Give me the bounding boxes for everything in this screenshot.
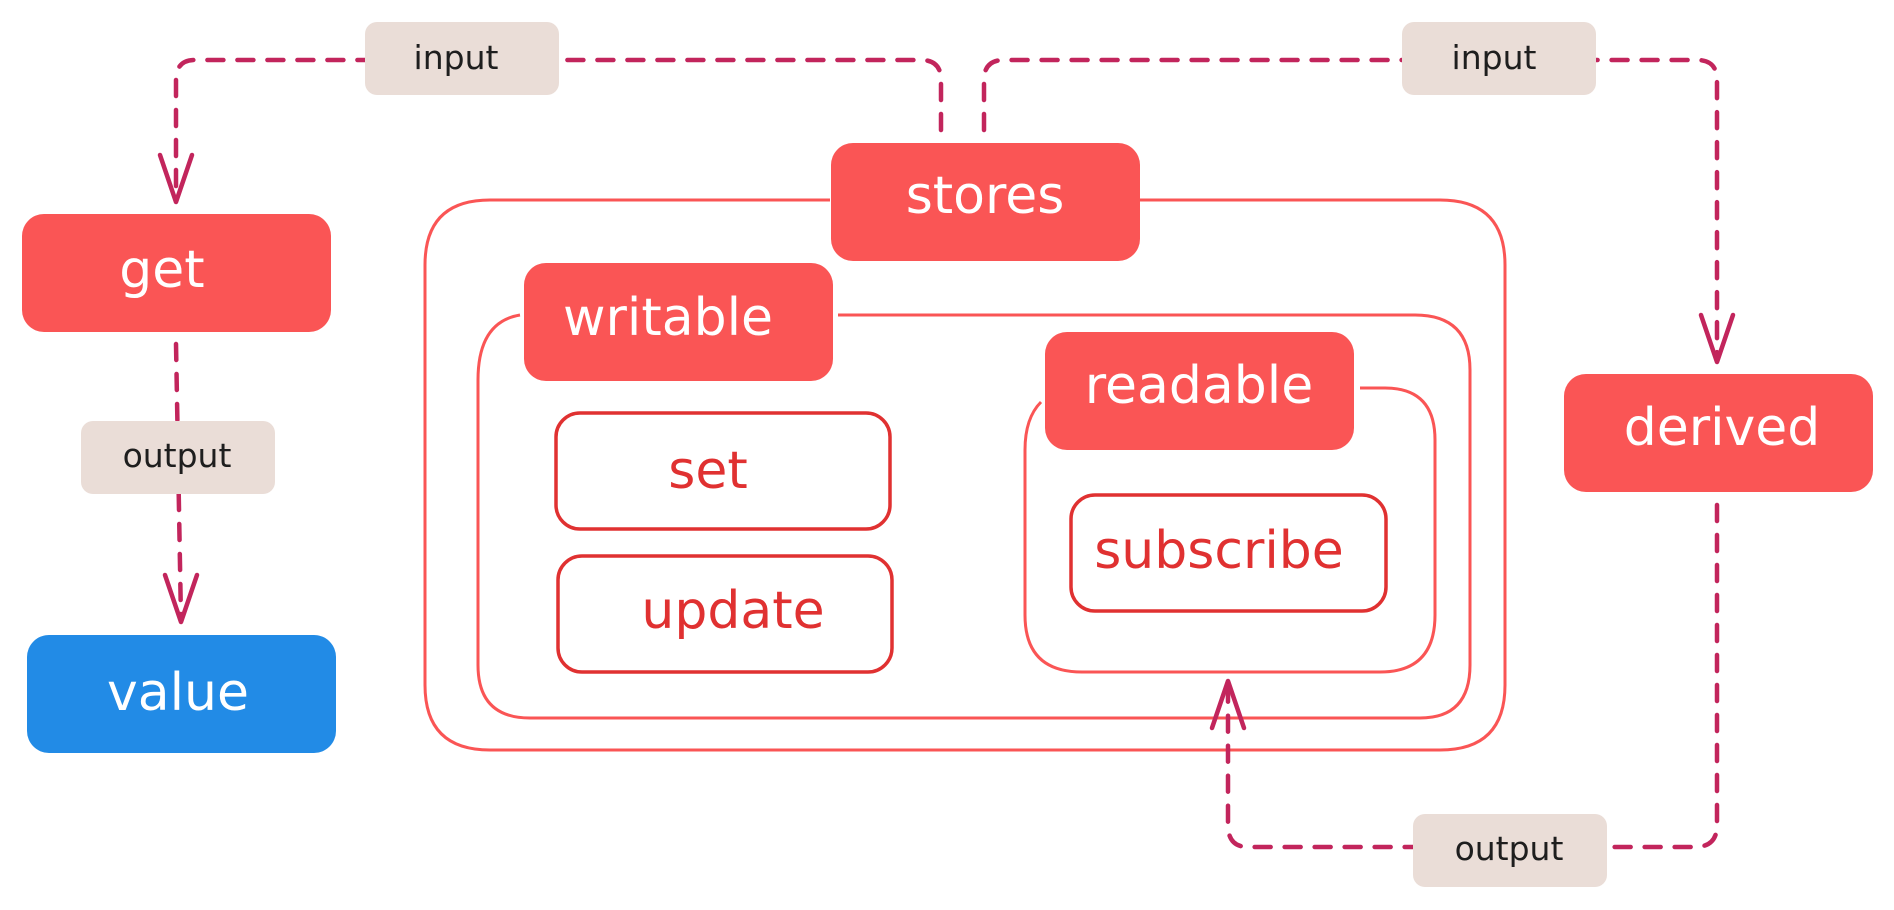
edge-stores-to-derived [981, 57, 1720, 361]
writable-label: writable [563, 288, 773, 348]
edge-label-input-right: input [1402, 22, 1596, 95]
svg-text:output: output [1455, 829, 1564, 868]
value-node[interactable]: value [27, 635, 336, 753]
arrowhead-readable [1209, 678, 1247, 731]
update-method[interactable]: update [556, 554, 894, 674]
writable-node[interactable]: writable [524, 263, 833, 381]
readable-label: readable [1085, 356, 1313, 416]
set-method[interactable]: set [554, 411, 892, 531]
derived-node[interactable]: derived [1564, 374, 1873, 492]
svg-text:input: input [414, 38, 499, 77]
edge-label-output-left: output [81, 421, 275, 494]
arrowhead-value [162, 572, 200, 625]
value-label: value [107, 663, 249, 723]
edge-stores-to-get [173, 57, 944, 203]
stores-node[interactable]: stores [831, 143, 1140, 261]
readable-node[interactable]: readable [1045, 332, 1354, 450]
set-label: set [668, 441, 747, 501]
svg-text:input: input [1452, 38, 1537, 77]
arrowhead-get [157, 152, 195, 205]
writable-group-frame [476, 313, 1472, 720]
stores-group-frame [423, 198, 1507, 752]
derived-label: derived [1624, 398, 1821, 458]
arrowhead-derived [1698, 312, 1736, 365]
readable-group-frame [1023, 386, 1437, 674]
update-label: update [641, 581, 824, 641]
svg-text:output: output [123, 436, 232, 475]
get-label: get [119, 240, 204, 300]
stores-label: stores [906, 166, 1065, 226]
subscribe-method[interactable]: subscribe [1069, 493, 1388, 613]
edge-label-output-bottom: output [1413, 814, 1607, 887]
get-node[interactable]: get [22, 214, 331, 332]
subscribe-label: subscribe [1094, 521, 1344, 581]
edge-label-input-left: input [365, 22, 559, 95]
